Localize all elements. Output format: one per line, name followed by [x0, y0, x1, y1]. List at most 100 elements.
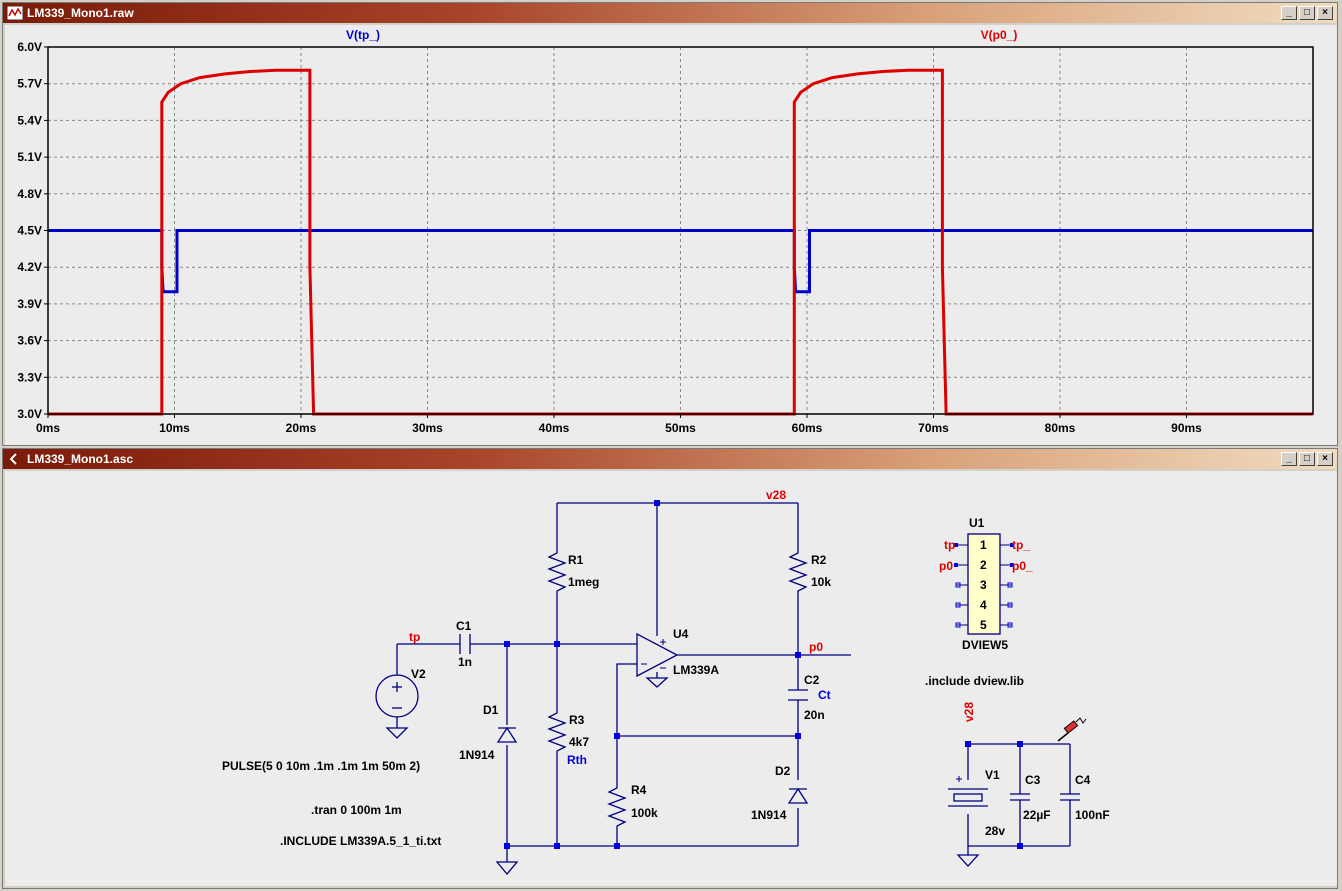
d2-value[interactable]: 1N914: [751, 808, 787, 822]
ground-icon: [385, 727, 409, 739]
x-tick-label: 10ms: [159, 421, 190, 435]
x-tick-label: 60ms: [792, 421, 823, 435]
close-button[interactable]: ×: [1317, 452, 1333, 466]
c3-label[interactable]: C3: [1025, 773, 1041, 787]
tran-directive[interactable]: .tran 0 100m 1m: [311, 803, 402, 817]
junctions: [504, 500, 1023, 849]
r4-label[interactable]: R4: [631, 783, 647, 797]
ground-icon: [956, 854, 980, 867]
maximize-button[interactable]: □: [1299, 6, 1315, 20]
trace-label-tp[interactable]: V(tp_): [346, 28, 380, 42]
trace-label-p0[interactable]: V(p0_): [981, 28, 1018, 42]
u1-net-p0[interactable]: p0: [939, 559, 953, 573]
plot-background: [5, 25, 1337, 445]
dview-component[interactable]: [954, 533, 1014, 635]
schematic-client[interactable]: v28 R1 1meg R2 10k U4 LM339A tp C1 1n V2…: [5, 471, 1337, 886]
comparator-icon: [636, 632, 679, 678]
u4-model[interactable]: LM339A: [673, 663, 719, 677]
ground-icon: [645, 677, 669, 688]
maximize-button[interactable]: □: [1299, 452, 1315, 466]
y-tick-label: 3.0V: [17, 407, 42, 421]
waveform-titlebar[interactable]: LM339_Mono1.raw _ □ ×: [3, 3, 1337, 23]
net-label-tp[interactable]: tp: [409, 630, 420, 644]
schematic-app-icon: [9, 453, 17, 465]
u1-pin5: 5: [980, 618, 987, 632]
r3-label[interactable]: R3: [569, 713, 585, 727]
minimize-button[interactable]: _: [1281, 6, 1297, 20]
r2-label[interactable]: R2: [811, 553, 827, 567]
r2-value[interactable]: 10k: [811, 575, 831, 589]
v1-value[interactable]: 28v: [985, 824, 1005, 838]
schematic-window-title: LM339_Mono1.asc: [27, 452, 134, 466]
y-tick-label: 4.2V: [17, 260, 42, 274]
x-tick-label: 70ms: [918, 421, 949, 435]
r3-value[interactable]: 4k7: [569, 735, 589, 749]
u1-pin4: 4: [980, 598, 987, 612]
r3-instname[interactable]: Rth: [567, 753, 587, 767]
d1-value[interactable]: 1N914: [459, 748, 495, 762]
c1-label[interactable]: C1: [456, 619, 472, 633]
u1-pin1: 1: [980, 538, 987, 552]
c2-value[interactable]: 20n: [804, 708, 825, 722]
r1-resistor-icon: [547, 545, 567, 597]
probe-icon[interactable]: [1057, 717, 1087, 742]
r3-resistor-icon: [547, 705, 567, 760]
c4-value[interactable]: 100nF: [1075, 808, 1110, 822]
c1-value[interactable]: 1n: [458, 655, 472, 669]
d2-label[interactable]: D2: [775, 764, 791, 778]
y-tick-label: 3.3V: [17, 370, 42, 384]
waveform-window-title: LM339_Mono1.raw: [27, 6, 134, 20]
y-tick-label: 4.8V: [17, 187, 42, 201]
c2-instname[interactable]: Ct: [818, 688, 831, 702]
x-tick-label: 50ms: [665, 421, 696, 435]
schematic-window[interactable]: LM339_Mono1.asc _ □ ×: [2, 448, 1338, 889]
y-tick-label: 3.6V: [17, 334, 42, 348]
c2-label[interactable]: C2: [804, 673, 820, 687]
d1-label[interactable]: D1: [483, 703, 499, 717]
components[interactable]: [375, 545, 1080, 876]
u1-net-p0_[interactable]: p0_: [1012, 559, 1033, 573]
waveform-app-icon: [7, 6, 23, 20]
x-tick-label: 80ms: [1045, 421, 1076, 435]
pulse-directive[interactable]: PULSE(5 0 10m .1m .1m 1m 50m 2): [222, 759, 420, 773]
u1-pin3: 3: [980, 578, 987, 592]
r1-value[interactable]: 1meg: [568, 575, 599, 589]
close-button[interactable]: ×: [1317, 6, 1333, 20]
v2-source-icon: [375, 674, 419, 718]
include-directive-lm339[interactable]: .INCLUDE LM339A.5_1_ti.txt: [280, 834, 441, 848]
schematic-titlebar[interactable]: LM339_Mono1.asc _ □ ×: [3, 449, 1337, 469]
net-label-v28[interactable]: v28: [766, 488, 786, 502]
u1-net-tp[interactable]: tp: [944, 538, 955, 552]
r2-resistor-icon: [788, 545, 808, 597]
c4-label[interactable]: C4: [1075, 773, 1091, 787]
minimize-button[interactable]: _: [1281, 452, 1297, 466]
include-directive-dview[interactable]: .include dview.lib: [925, 674, 1024, 688]
net-label-v28-rotated[interactable]: v28: [962, 702, 976, 722]
v1-label[interactable]: V1: [985, 768, 1000, 782]
v2-label[interactable]: V2: [411, 667, 426, 681]
schematic-background: [5, 471, 1337, 886]
u1-pin2: 2: [980, 558, 987, 572]
c3-value[interactable]: 22µF: [1023, 808, 1051, 822]
d2-diode-icon: [787, 787, 809, 804]
u1-net-tp_[interactable]: tp_: [1012, 538, 1030, 552]
u1-label[interactable]: U1: [969, 516, 985, 530]
y-tick-label: 5.1V: [17, 150, 42, 164]
dview-model[interactable]: DVIEW5: [962, 638, 1008, 652]
ground-icon: [495, 861, 519, 876]
x-tick-label: 40ms: [539, 421, 570, 435]
y-tick-label: 5.4V: [17, 113, 42, 127]
r4-value[interactable]: 100k: [631, 806, 658, 820]
x-tick-label: 90ms: [1171, 421, 1202, 435]
u4-label[interactable]: U4: [673, 627, 689, 641]
y-axis-ticks: 6.0V5.7V5.4V5.1V4.8V4.5V4.2V3.9V3.6V3.3V…: [17, 40, 48, 421]
schematic-canvas[interactable]: v28 R1 1meg R2 10k U4 LM339A tp C1 1n V2…: [5, 471, 1337, 886]
y-tick-label: 5.7V: [17, 77, 42, 91]
net-label-p0[interactable]: p0: [809, 640, 823, 654]
r1-label[interactable]: R1: [568, 553, 584, 567]
y-tick-label: 4.5V: [17, 224, 42, 238]
waveform-plot[interactable]: 6.0V5.7V5.4V5.1V4.8V4.5V4.2V3.9V3.6V3.3V…: [5, 25, 1337, 445]
